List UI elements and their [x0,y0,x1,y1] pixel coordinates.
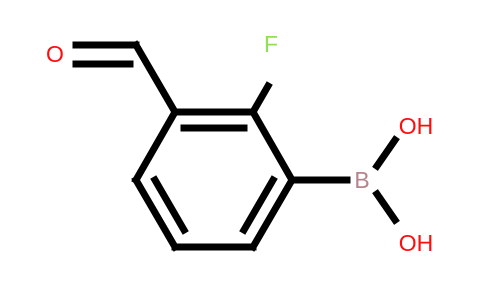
fluorine-atom-label: F [264,31,278,57]
hydroxyl-bottom-label: OH [399,230,434,256]
bond-ring-to-aldehyde-carbon [131,40,180,117]
hydroxyl-top-label: OH [399,113,434,139]
ring-bond-c3-c4 [248,175,297,252]
ring-bond-c2-c3 [248,107,297,185]
atom-labels: O F B OH OH [46,31,433,256]
bond-ring-to-fluorine [248,81,273,117]
oxygen-atom-label: O [46,41,64,67]
ring-bond-c5-c6 [131,175,180,252]
ring-bond-c6-c1 [131,107,180,185]
bond-boron-to-oh-top [372,135,400,171]
ring-inner-bond-right [239,175,278,235]
boron-atom-label: B [354,167,369,193]
ring-inner-bond-left [150,175,189,235]
bond-boron-to-oh-bottom [372,189,400,225]
bonds [72,40,400,252]
